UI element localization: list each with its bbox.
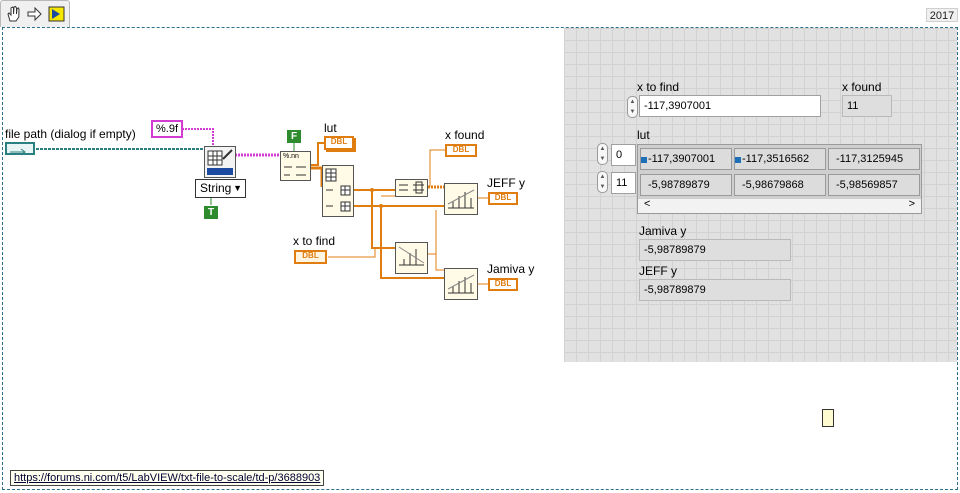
forum-link[interactable]: https://forums.ni.com/t5/LabVIEW/txt-fil… <box>10 470 325 486</box>
index-array-node[interactable] <box>322 165 354 217</box>
array-op-icon <box>399 181 424 194</box>
chevron-down-icon: ▼ <box>233 183 242 193</box>
string-selector-value: String <box>200 181 232 195</box>
array-wire <box>310 166 324 187</box>
x-found-indicator[interactable]: DBL <box>445 144 477 157</box>
x-to-find-input[interactable]: -117,3907001 <box>639 95 821 117</box>
string-selector[interactable]: String ▼ <box>195 179 246 198</box>
format-wire <box>182 128 214 148</box>
lut-cell[interactable]: -5,98569857 <box>828 174 920 196</box>
x-found-diagram-label: x found <box>445 128 485 142</box>
format-constant[interactable]: %.9f <box>151 120 183 138</box>
lut-cell[interactable]: -5,98789879 <box>640 174 732 196</box>
file-path-label: file path (dialog if empty) <box>5 127 136 141</box>
x-to-find-diagram-label: x to find <box>293 234 336 248</box>
x-to-find-spinner[interactable]: ▲▼ <box>627 96 638 118</box>
lut-cell[interactable]: -5,98679868 <box>734 174 826 196</box>
interpolate-jeff-node[interactable] <box>444 183 478 215</box>
jamiva-diagram-label: Jamiva y <box>487 262 535 276</box>
front-panel: x to find ▲▼ -117,3907001 x found 11 lut… <box>564 28 957 362</box>
lut-col-index-spinner[interactable]: ▲▼ <box>597 171 608 193</box>
threshold-icon <box>398 246 425 266</box>
jeff-diagram-label: JEFF y <box>487 176 525 190</box>
lut-fp-label: lut <box>637 128 650 142</box>
jeff-value: -5,98789879 <box>639 279 791 301</box>
spreadsheet-icon <box>207 149 233 175</box>
threshold-node[interactable] <box>395 242 428 274</box>
selection-marker-icon <box>735 157 741 163</box>
empty-label[interactable] <box>822 409 834 427</box>
lut-label: lut <box>324 121 337 135</box>
lut-wire <box>310 142 324 166</box>
format-node[interactable]: %.nn <box>280 151 311 181</box>
jeff-indicator[interactable]: DBL <box>488 192 518 205</box>
lut-row-index-spinner[interactable]: ▲▼ <box>597 143 608 165</box>
scroll-right-icon[interactable]: > <box>908 198 915 210</box>
lut-row-index[interactable]: 0 <box>611 144 636 166</box>
run-icon[interactable] <box>48 6 66 22</box>
selection-marker-icon <box>641 157 647 163</box>
jamiva-indicator[interactable]: DBL <box>488 278 518 291</box>
lut-col-index[interactable]: 11 <box>611 172 636 194</box>
x-found-label: x found <box>842 80 882 94</box>
hand-icon[interactable] <box>5 5 21 23</box>
index-array-icon <box>325 168 351 212</box>
convert-icon <box>284 166 306 176</box>
file-path-control[interactable] <box>5 142 35 156</box>
lut-cell[interactable]: -117,3125945 <box>828 148 920 170</box>
lut-indicator[interactable]: DBL <box>324 136 354 150</box>
jeff-fp-label: JEFF y <box>639 264 677 278</box>
lut-cell[interactable]: -117,3907001 <box>640 148 732 170</box>
scroll-left-icon[interactable]: < <box>644 198 651 210</box>
x-found-value: 11 <box>842 95 892 117</box>
horizontal-scrollbar[interactable]: < > <box>638 198 921 213</box>
lut-cell[interactable]: -117,3516562 <box>734 148 826 170</box>
toolbar <box>0 0 70 27</box>
lut-array[interactable]: -117,3907001 -117,3516562 -117,3125945 -… <box>637 144 922 214</box>
version-label: 2017 <box>926 8 958 22</box>
interpolate-icon <box>447 189 475 209</box>
jamiva-fp-label: Jamiva y <box>639 224 687 238</box>
transpose-node[interactable] <box>395 179 428 197</box>
true-constant[interactable]: T <box>204 206 218 219</box>
x-to-find-control[interactable]: DBL <box>294 250 327 264</box>
interpolate-icon <box>447 274 475 294</box>
read-spreadsheet-node[interactable] <box>204 146 236 178</box>
diagram-frame <box>2 27 958 490</box>
x-to-find-label: x to find <box>637 80 680 94</box>
format-node-text: %.nn <box>283 153 299 160</box>
path-icon <box>10 148 26 156</box>
false-constant[interactable]: F <box>287 130 301 143</box>
interpolate-jamiva-node[interactable] <box>444 268 478 300</box>
arrow-icon[interactable] <box>27 7 43 21</box>
jamiva-value: -5,98789879 <box>639 239 791 261</box>
